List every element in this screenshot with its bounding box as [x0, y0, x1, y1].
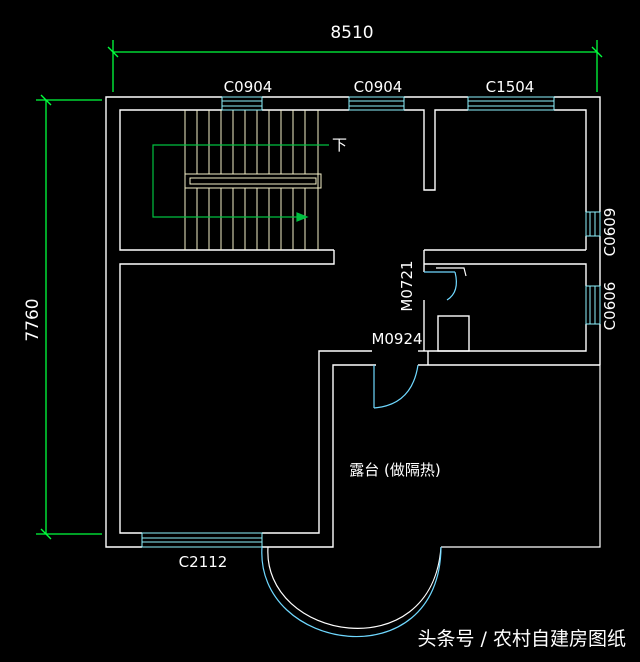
- bay-window-inner-arc: [261, 546, 442, 638]
- depth-tick-top: [40, 94, 52, 106]
- outer-wall-north-3: [554, 96, 601, 212]
- door-label-bath: M0721: [398, 260, 416, 311]
- stair-down-label: 下: [332, 136, 347, 154]
- dimension-lines: [36, 40, 603, 540]
- door-swing-arc: [446, 271, 457, 301]
- stair-arrowhead-icon: [296, 212, 309, 222]
- bay-window-outer-arc: [267, 546, 442, 629]
- stair-direction-arrow: [152, 144, 329, 222]
- stair-room-wall: [119, 109, 334, 251]
- window-frame: [467, 96, 555, 111]
- partition-stub: [404, 109, 468, 191]
- windows: [141, 96, 601, 548]
- outer-wall-west: [105, 96, 222, 548]
- door-swing-arc: [373, 364, 419, 409]
- window-top-left: [221, 96, 263, 111]
- doors: [373, 267, 467, 409]
- depth-dimension-label: 7760: [23, 298, 43, 341]
- window-label-top-right: C1504: [486, 78, 535, 96]
- window-label-bottom: C2112: [179, 553, 228, 571]
- window-label-top-middle: C0904: [354, 78, 403, 96]
- window-right-upper: [585, 211, 601, 237]
- terrace-railing: [261, 365, 601, 638]
- window-label-top-left: C0904: [224, 78, 273, 96]
- window-frame: [585, 285, 601, 325]
- depth-tick-bottom: [40, 528, 52, 540]
- width-tick-right: [591, 46, 603, 58]
- width-dimension-label: 8510: [330, 23, 373, 43]
- terrace-railing-straight: [441, 365, 601, 548]
- window-top-middle: [348, 96, 405, 111]
- window-frame: [221, 96, 263, 111]
- bath-fixture: [437, 315, 470, 352]
- inner-north-3: [554, 109, 587, 212]
- stair-direction-line: [152, 144, 329, 218]
- window-right-lower: [585, 285, 601, 325]
- window-frame: [585, 211, 601, 237]
- walls: [105, 96, 601, 548]
- bath-bottom-wall: [428, 324, 587, 352]
- window-label-right-upper: C0609: [601, 208, 619, 257]
- living-wall: [119, 250, 335, 534]
- bath-top-wall-b: [424, 263, 587, 286]
- outer-wall-south-terrace: [262, 364, 376, 548]
- terrace-label: 露台 (做隔热): [349, 461, 440, 479]
- door-bath: [424, 267, 467, 301]
- door-terrace: [373, 364, 419, 409]
- staircase: [184, 110, 322, 250]
- width-tick-left: [107, 46, 119, 58]
- stair-handrail-inner: [189, 177, 317, 185]
- door-frame-mark: [436, 267, 467, 277]
- window-label-right-lower: C0606: [601, 282, 619, 331]
- window-top-right: [467, 96, 555, 111]
- door-label-terrace: M0924: [371, 330, 422, 348]
- watermark-text: 头条号 / 农村自建房图纸: [418, 628, 626, 650]
- terrace-inner-wall: [262, 350, 372, 534]
- window-frame: [348, 96, 405, 111]
- window-frame: [141, 532, 263, 548]
- window-bottom: [141, 532, 263, 548]
- stair-handrail-outer: [184, 173, 322, 189]
